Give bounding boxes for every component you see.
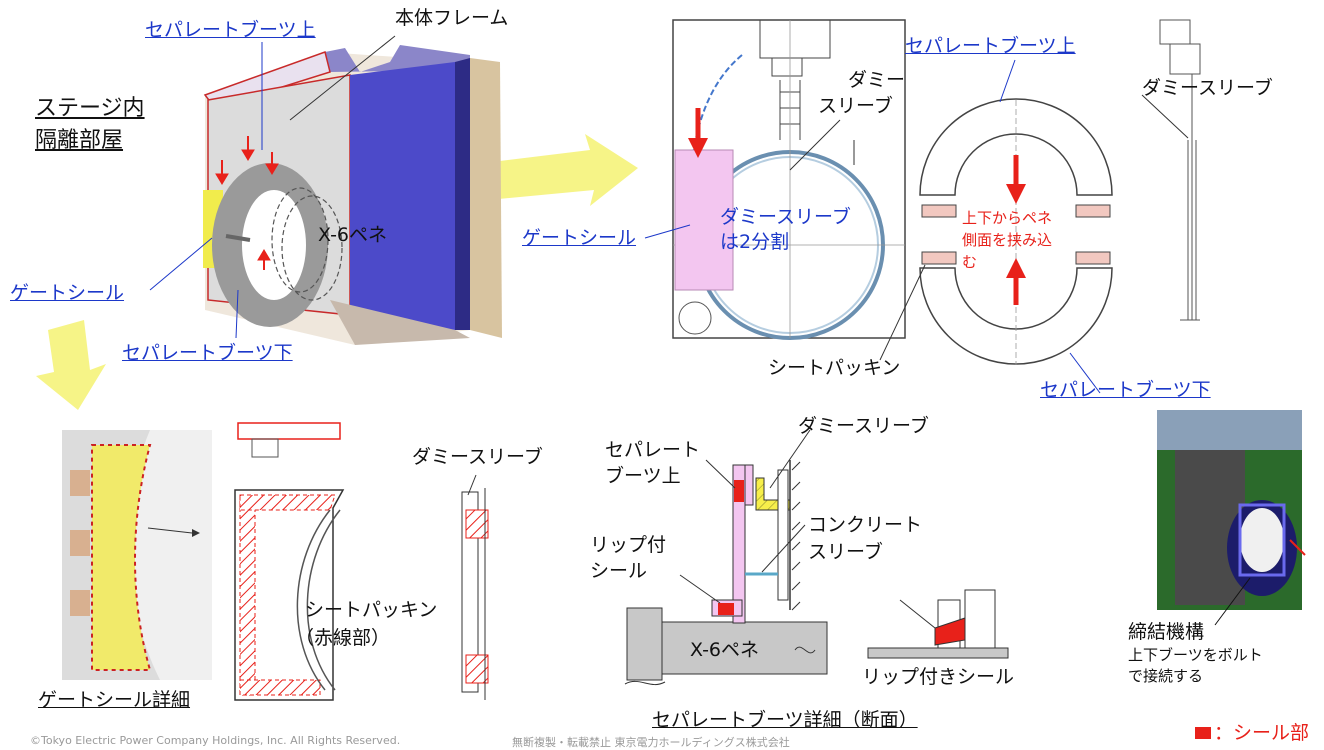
dummy-sleeve-section <box>461 488 489 700</box>
label-concrete-sleeve-l1: コンクリート <box>808 514 923 536</box>
label-lip-seal-l1: リップ付 <box>590 534 667 556</box>
label-dummy-split-l1: ダミースリーブ <box>720 206 851 228</box>
label-lip-seal-l2: シール <box>590 560 648 582</box>
leader-sep-upper-2 <box>999 59 1016 103</box>
footer-copyright: ©Tokyo Electric Power Company Holdings, … <box>30 734 401 747</box>
label-dummy-sleeve-2-l1: ダミー <box>848 69 906 91</box>
label-x6-pene-2: X-6ペネ <box>690 639 760 661</box>
label-dummy-sleeve-1: ダミースリーブ <box>1142 77 1273 99</box>
label-gate-seal-detail: ゲートシール詳細 <box>38 689 191 711</box>
label-lip-seal-2: リップ付きシール <box>862 666 1015 688</box>
isolation-room-3d <box>203 45 502 345</box>
label-sep-boot-detail: セパレートブーツ詳細（断面） <box>652 709 918 731</box>
leader-sep-lower-2 <box>1069 352 1101 394</box>
label-sep-boot-lower-1: セパレートブーツ下 <box>122 342 293 364</box>
label-fastening-note-l1: 上下ブーツをボルト <box>1128 646 1263 664</box>
label-x6-pene-1: X-6ペネ <box>318 224 388 246</box>
label-fastening-note-l2: で接続する <box>1128 667 1204 685</box>
leaders-boot-section <box>679 429 811 604</box>
gate-seal-detail-arrowhead <box>192 529 200 537</box>
label-dummy-split-l2: は2分割 <box>720 231 790 253</box>
label-sep-boot-upper-3-l2: ブーツ上 <box>605 465 681 487</box>
label-fastening: 締結機構 <box>1128 621 1205 643</box>
label-sheet-packing-2-l1: シートパッキン <box>305 599 438 621</box>
boot-section-drawing <box>624 460 828 686</box>
ring-brackets <box>921 204 1111 265</box>
split-boot-rings <box>919 98 1113 365</box>
label-concrete-sleeve-l2: スリーブ <box>808 541 883 563</box>
label-sep-boot-upper-2: セパレートブーツ上 <box>905 35 1076 57</box>
gate-seal-detail-arrow <box>147 527 193 534</box>
label-clamp-note-l1: 上下からペネ <box>962 209 1053 227</box>
label-sep-boot-upper-1: セパレートブーツ上 <box>145 19 316 41</box>
leader-dummy-sleeve-1 <box>1141 94 1189 139</box>
label-gate-seal-2: ゲートシール <box>522 227 637 249</box>
gate-seal-drawing <box>234 422 345 701</box>
leader-body-frame <box>289 35 396 121</box>
leader-fastening <box>1214 577 1251 626</box>
footer-note: 無断複製・転載禁止 東京電力ホールディングス株式会社 <box>512 736 790 749</box>
label-clamp-note-l2: 側面を挟み込 <box>962 231 1053 249</box>
label-sep-boot-lower-2: セパレートブーツ下 <box>1040 379 1211 401</box>
label-sheet-packing-1: シートパッキン <box>768 357 901 379</box>
red-arrow-front <box>688 108 708 158</box>
leader-dummy-sleeve-top <box>789 119 841 171</box>
label-dummy-sleeve-2-l2: スリーブ <box>818 95 893 117</box>
leader-lines-3d <box>149 42 263 339</box>
label-seal-legend: ：シール部 <box>1214 722 1310 744</box>
fastening-photo <box>1157 410 1306 610</box>
label-dummy-sleeve-3: ダミースリーブ <box>412 446 543 468</box>
label-sheet-packing-2-l2: （赤線部） <box>295 627 391 649</box>
label-dummy-sleeve-4: ダミースリーブ <box>798 415 929 437</box>
gate-seal-photo <box>62 430 212 680</box>
seal-legend-swatch <box>1195 727 1211 739</box>
leader-gate-seal-2 <box>644 224 691 239</box>
flow-arrow-down <box>36 320 106 410</box>
label-stage-room-2: 隔離部屋 <box>35 128 124 153</box>
label-stage-room-1: ステージ内 <box>35 96 145 121</box>
leader-sheet-packing-1 <box>879 264 926 361</box>
lip-seal-drawing <box>867 589 1009 659</box>
side-elevation-drawing <box>1159 19 1201 321</box>
label-clamp-note-l3: む <box>962 253 978 271</box>
label-gate-seal-1: ゲートシール <box>10 282 125 304</box>
front-elevation-drawing <box>672 19 906 340</box>
red-arrows-rings <box>1006 155 1026 305</box>
label-body-frame: 本体フレーム <box>395 7 509 29</box>
red-arrows-3d <box>215 136 279 270</box>
label-sep-boot-upper-3-l1: セパレート <box>605 439 701 461</box>
leader-dummy-sleeve-3 <box>467 474 477 496</box>
